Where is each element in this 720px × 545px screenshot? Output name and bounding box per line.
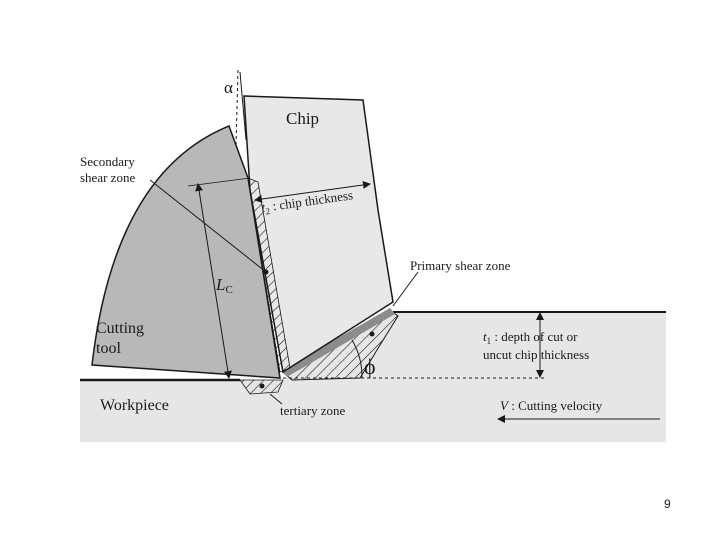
phi-arc	[351, 339, 363, 379]
tertiary-leader-line	[269, 393, 283, 405]
primary-shear-band	[282, 308, 395, 377]
page-number: 9	[664, 497, 671, 511]
secondary-leader-dot	[263, 269, 269, 275]
t1-label-line1: t1 : depth of cut or	[483, 329, 578, 346]
secondary-label-line1: Secondary	[80, 154, 135, 169]
secondary-label-line2: shear zone	[80, 170, 135, 185]
tertiary-zone-marker	[259, 383, 265, 389]
lc-dimension-arrow	[195, 183, 232, 379]
chip-label: Chip	[286, 109, 319, 128]
cutting-tool	[91, 125, 281, 379]
alpha-label: α	[224, 78, 233, 97]
velocity-label: V : Cutting velocity	[500, 398, 603, 413]
cutting-tool-label-line1: Cutting	[96, 320, 144, 337]
workpiece-body	[80, 312, 666, 442]
phi-label: ϕ	[364, 354, 376, 379]
t2-dimension-arrow	[254, 181, 371, 203]
primary-shear-label: Primary shear zone	[410, 258, 511, 273]
lc-label: LC	[215, 275, 233, 296]
tertiary-zone-label: tertiary zone	[280, 403, 346, 418]
t1-label-line2: uncut chip thickness	[483, 347, 589, 362]
lc-extension-top	[187, 177, 251, 187]
workpiece-label: Workpiece	[100, 397, 169, 414]
primary-zone-dot	[369, 331, 375, 337]
secondary-leader-line	[149, 179, 267, 273]
rake-reference-line	[235, 69, 239, 146]
cutting-tool-label-line2: tool	[96, 340, 121, 357]
primary-leader-line	[392, 271, 419, 307]
rake-face-extension	[239, 71, 247, 141]
